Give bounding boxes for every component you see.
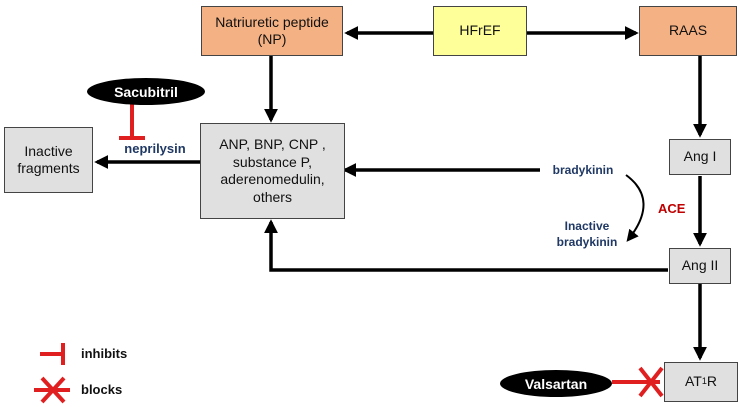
node-natriuretic-peptide: Natriuretic peptide (NP) (201, 6, 343, 56)
node-hfref: HFrEF (433, 6, 527, 56)
node-peptides: ANP, BNP, CNP , substance P, aderenomedu… (200, 123, 345, 219)
legend-blocks-label: blocks (81, 382, 123, 397)
drug-sacubitril: Sacubitril (87, 78, 205, 105)
label-ace: ACE (658, 201, 686, 216)
node-ang-i: Ang I (669, 139, 731, 175)
arrow-ace-degradation (625, 174, 645, 242)
at1r-main: AT (685, 373, 702, 390)
legend-inhibits-label: inhibits (81, 346, 128, 361)
node-inactive-fragments: Inactive fragments (4, 127, 93, 193)
legend-block-x2 (40, 376, 66, 404)
arrow-ang2-to-peptides (264, 219, 668, 272)
at1r-tail: R (706, 373, 717, 390)
node-raas: RAAS (639, 6, 737, 56)
node-ang-ii: Ang II (669, 248, 731, 284)
valsartan-block-x2 (638, 366, 664, 398)
label-bradykinin: bradykinin (552, 163, 614, 177)
label-inactive-bradykinin: Inactive bradykinin (556, 219, 618, 249)
drug-valsartan: Valsartan (500, 370, 612, 397)
label-neprilysin: neprilysin (124, 141, 186, 156)
at1r-sub: 1 (701, 376, 707, 387)
